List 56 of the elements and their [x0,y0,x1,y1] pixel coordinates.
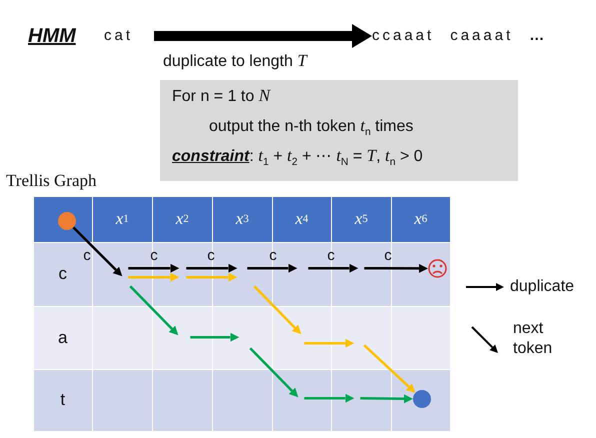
table-cell [332,370,390,430]
arrow [253,285,302,334]
arrow [304,394,354,403]
diagram-heading: HMM [28,24,77,49]
row-header: a [34,307,92,368]
edge-label: c [268,248,278,264]
edge-label: c [383,248,393,264]
header-cell [34,197,92,242]
edge-label: c [206,248,216,264]
path-dot [413,390,431,408]
token-sequence: caaaat [450,26,514,46]
edge-label: c [149,248,159,264]
table-cell [93,307,152,368]
table-cell [213,243,272,306]
table-cell [153,307,212,368]
table-cell [153,370,212,430]
arrow [128,264,180,273]
arrow [72,226,122,276]
arrow [186,272,238,282]
table-cell [392,370,450,430]
row-header: t [34,370,92,430]
arrow [154,24,372,48]
table-cell [93,243,152,306]
arrow [360,394,413,404]
arrow [129,285,178,336]
table-cell [93,370,152,430]
edge-label: c [326,248,336,264]
section-title: Trellis Graph [6,170,98,192]
table-cell [213,370,272,430]
token-sequence: … [529,26,548,46]
edge-label: c [82,248,92,264]
edge-label: duplicate to length T [163,51,309,72]
table-cell [392,243,450,306]
legend-label: next token [513,319,554,359]
table-cell [273,307,330,368]
table-cell [213,307,272,368]
arrow [247,264,298,273]
arrow [128,272,180,282]
arrow [304,338,354,348]
table-cell [332,307,390,368]
arrow [363,344,416,393]
arrow [186,264,238,273]
pseudocode-line: output the n-th token t$_{n}$ times [209,116,414,137]
path-dot [58,212,76,230]
arrow [308,264,358,273]
table-cell [273,370,330,430]
arrow [190,332,240,342]
token-sequence: cat [104,25,154,47]
table-cell [392,307,450,368]
arrow [364,264,428,273]
pseudocode-box [160,80,518,181]
pseudocode-line: constraint: t$_{1}$ + t$_{2}$ + ⋯ t$_{N}$ = T, t$_{n}$ > 0 [172,146,423,167]
arrow [249,347,298,398]
pseudocode-line: For n = 1 to N [172,86,270,107]
token-sequence: ccaaat [372,26,434,46]
legend-label: duplicate [510,277,576,297]
